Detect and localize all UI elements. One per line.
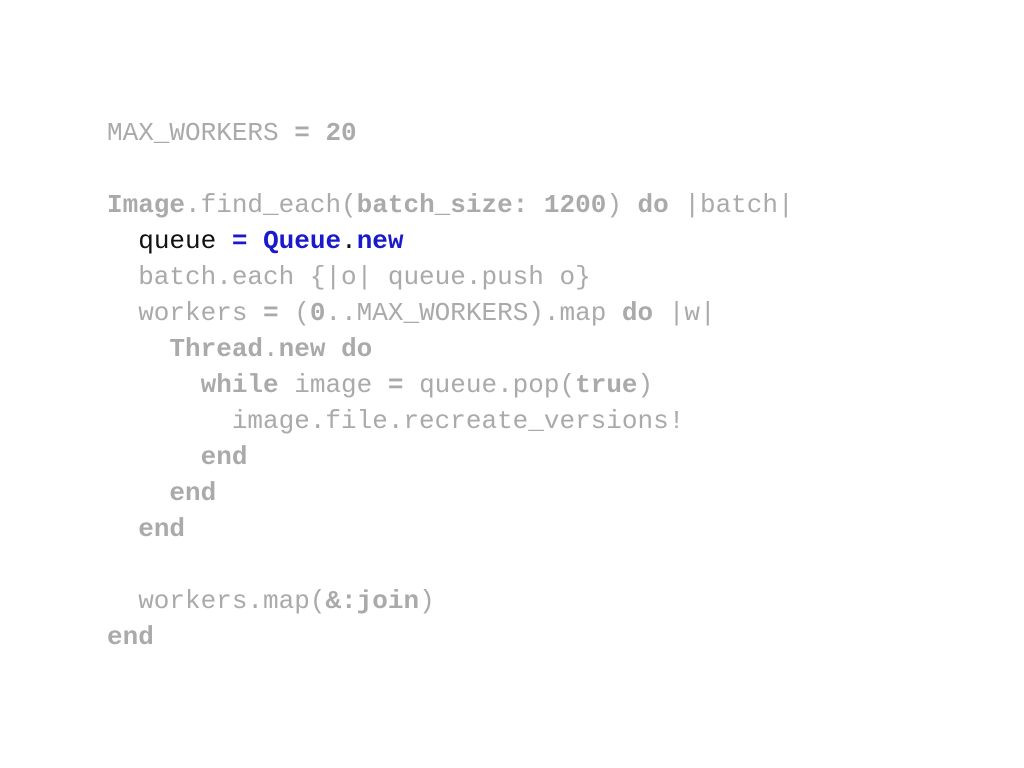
code-line: batch.each {|o| queue.push o} [107, 259, 794, 295]
code-line: while image = queue.pop(true) [107, 367, 794, 403]
code-line: queue = Queue.new [107, 223, 794, 259]
code-line: end [107, 475, 794, 511]
code-token: = [294, 118, 310, 148]
code-token: . [263, 334, 279, 364]
code-token [325, 334, 341, 364]
code-line: Image.find_each(batch_size: 1200) do |ba… [107, 187, 794, 223]
code-token: Image [107, 190, 186, 220]
code-token [216, 226, 232, 256]
code-token: = [263, 298, 279, 328]
code-token: batch.each {|o| queue.push o} [107, 262, 591, 292]
code-token: do [621, 298, 654, 328]
code-token: |batch| [668, 190, 794, 220]
code-token: new [278, 334, 326, 364]
code-token: true [575, 370, 638, 400]
code-token [247, 226, 263, 256]
code-token: end [138, 514, 186, 544]
code-token: ) [419, 586, 435, 616]
code-token: end [169, 478, 217, 508]
code-token: image [278, 370, 388, 400]
code-token [107, 226, 138, 256]
code-token: |w| [653, 298, 716, 328]
code-token [107, 370, 201, 400]
code-token: image.file.recreate_versions! [107, 406, 685, 436]
code-token: new [356, 226, 404, 256]
code-token: 1200 [543, 190, 607, 220]
code-token: ..MAX_WORKERS).map [325, 298, 622, 328]
code-line: end [107, 439, 794, 475]
code-token: end [107, 622, 154, 652]
code-token: do [341, 334, 373, 364]
code-token: ) [637, 370, 654, 400]
code-token [528, 190, 544, 220]
code-token: = [387, 370, 404, 400]
code-token: MAX_WORKERS [107, 118, 295, 148]
code-token: ( [278, 298, 310, 328]
code-token: .find_each( [185, 190, 357, 220]
code-token [107, 334, 169, 364]
code-token: Queue [263, 226, 342, 256]
code-line: MAX_WORKERS = 20 [107, 115, 794, 151]
code-token: while [200, 370, 279, 400]
code-token [107, 442, 201, 472]
code-token: workers [107, 298, 264, 328]
code-token: queue [138, 226, 217, 256]
code-token: . [341, 226, 357, 256]
code-token: &:join [325, 586, 420, 616]
code-token: end [200, 442, 248, 472]
code-line: end [107, 511, 794, 547]
code-token: 20 [325, 118, 357, 148]
code-token: = [231, 226, 248, 256]
code-line: image.file.recreate_versions! [107, 403, 794, 439]
code-token: batch_size: [356, 190, 529, 220]
code-token: Thread [169, 334, 264, 364]
code-token [107, 514, 138, 544]
code-line: workers = (0..MAX_WORKERS).map do |w| [107, 295, 794, 331]
code-line [107, 547, 794, 583]
code-token: do [637, 190, 669, 220]
code-line: workers.map(&:join) [107, 583, 794, 619]
code-line: Thread.new do [107, 331, 794, 367]
code-token: 0 [309, 298, 326, 328]
code-token [107, 478, 169, 508]
code-line: end [107, 619, 794, 655]
code-token [310, 118, 326, 148]
code-token: ) [606, 190, 638, 220]
code-line [107, 151, 794, 187]
code-token: queue.pop( [403, 370, 576, 400]
code-token: workers.map( [107, 586, 326, 616]
